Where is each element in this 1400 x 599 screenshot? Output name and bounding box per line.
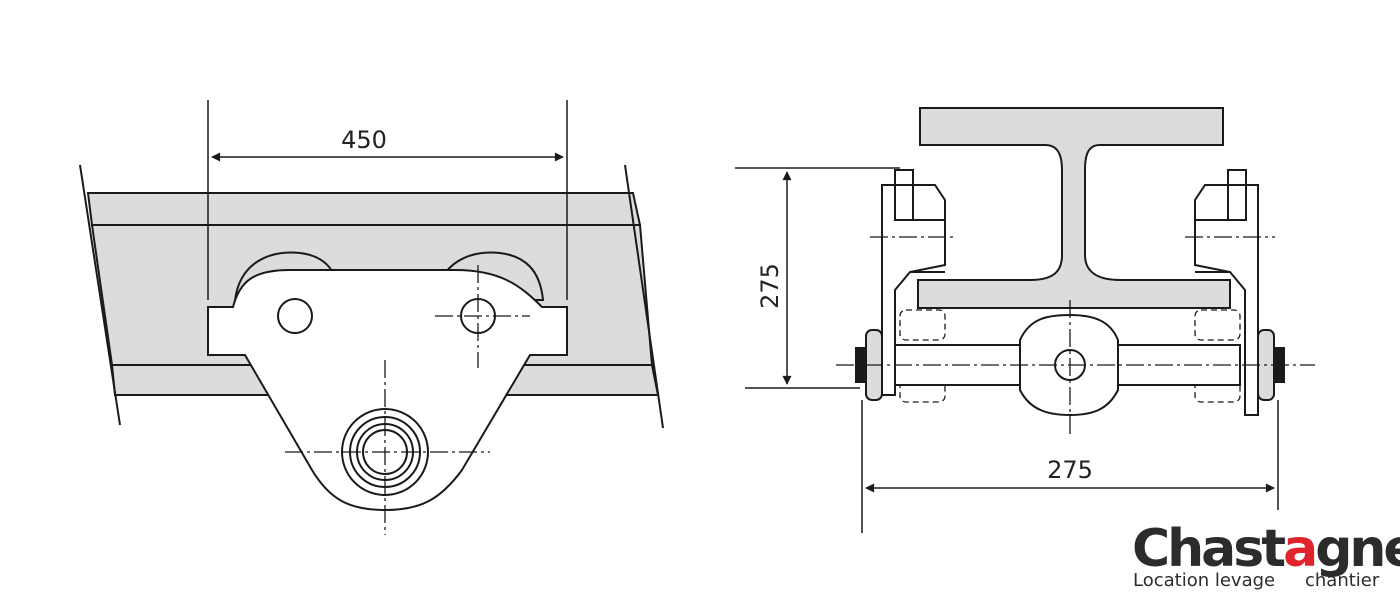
logo-text-3: a [1283,519,1315,579]
center-lines-side [285,265,530,535]
side-view [79,100,664,535]
dimension-450 [207,100,568,300]
center-lines-front [836,236,1315,438]
logo-tagline-right: chantier [1305,570,1380,591]
i-beam-section [917,107,1231,309]
bolt-hole-left [277,298,313,334]
right-side-plate [1194,169,1259,416]
dimension-275-vertical [735,167,900,389]
front-view [735,107,1315,533]
chastagner-logo: Chastagner Location levage chantier [1132,519,1400,591]
logo-tagline-left: Location levage [1133,570,1275,591]
dimension-label-275-vertical: 275 [756,263,784,309]
svg-text:Chastagner: Chastagner [1132,519,1400,579]
logo-text-1: Chas [1132,519,1262,579]
dimension-label-450: 450 [341,126,387,154]
hidden-wheels [899,309,1241,403]
logo-text-4: gner [1315,519,1400,579]
dimension-275-horizontal [861,400,1279,533]
side-plate [207,269,568,512]
dimension-label-275-horizontal: 275 [1047,456,1093,484]
